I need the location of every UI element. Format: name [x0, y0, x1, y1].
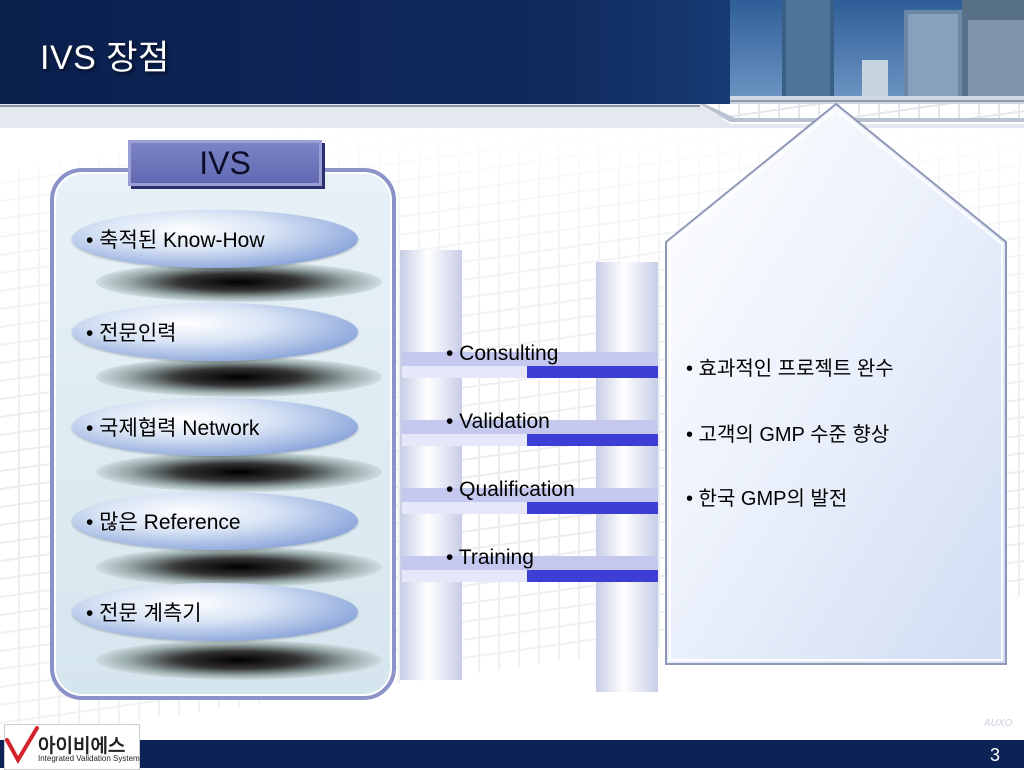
service-item: • Qualification [446, 478, 575, 501]
strength-pill [72, 210, 358, 268]
page-title: IVS 장점 [40, 39, 170, 77]
benefit-item: • 효과적인 프로젝트 완수 [686, 358, 894, 380]
connector-slab [402, 352, 658, 378]
strength-pill [72, 398, 358, 456]
footer-bar [0, 740, 1024, 768]
ivs-title-box: IVS [128, 140, 322, 186]
strength-item: • 전문인력 [86, 322, 177, 345]
logo-subtitle: Integrated Validation System [38, 754, 140, 763]
strength-item: • 많은 Reference [86, 511, 241, 534]
benefit-item: • 한국 GMP의 발전 [686, 488, 848, 510]
header-divider [0, 104, 1024, 128]
connector-post-left [400, 250, 462, 680]
strength-item: • 전문 계측기 [86, 602, 202, 625]
pill-shadow [96, 547, 382, 587]
checkmark-logo-icon [5, 726, 39, 764]
connector-slab [402, 556, 658, 582]
page-number: 3 [990, 745, 1001, 765]
benefits-panel [665, 102, 1007, 665]
connector-slab [402, 488, 658, 514]
pill-shadow [96, 357, 382, 397]
pill-shadow [96, 262, 382, 302]
strength-pill [72, 583, 358, 641]
service-item: • Training [446, 546, 534, 569]
strength-pill [72, 303, 358, 361]
header-bar: IVS 장점 [0, 0, 1024, 104]
pill-shadow [96, 640, 382, 680]
logo-name: 아이비에스 [38, 736, 126, 757]
service-item: • Consulting [446, 342, 559, 365]
strength-item: • 국제협력 Network [86, 417, 260, 440]
skyline-image [730, 0, 1024, 104]
service-item: • Validation [446, 410, 550, 433]
connector-post-right [596, 262, 658, 692]
connector-slab [402, 420, 658, 446]
pill-shadow [96, 452, 382, 492]
watermark-text: AUXO [984, 718, 1013, 729]
benefit-item: • 고객의 GMP 수준 향상 [686, 424, 890, 446]
strength-pill [72, 492, 358, 550]
strength-item: • 축적된 Know-How [86, 229, 265, 252]
